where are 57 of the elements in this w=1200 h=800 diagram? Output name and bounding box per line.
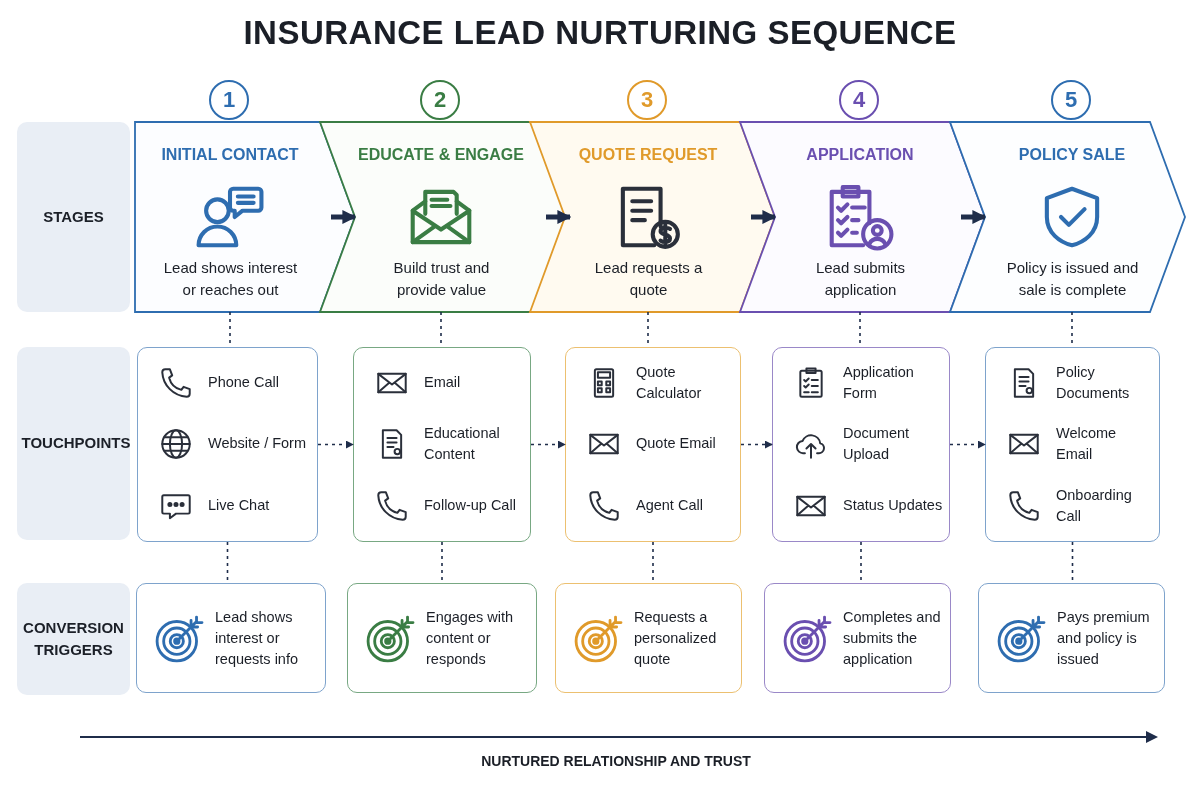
- trigger-card: [978, 583, 1165, 693]
- touchpoint-label: Quote Calculator: [636, 363, 703, 403]
- stage-title: EDUCATE & ENGAGE: [357, 146, 525, 164]
- stage-description: Lead submits application: [814, 258, 907, 300]
- step-number-circle: 4: [839, 80, 879, 120]
- touchpoint-label: Welcome Email: [1056, 424, 1118, 464]
- stage-title: QUOTE REQUEST: [577, 146, 719, 164]
- stage-title: INITIAL CONTACT: [160, 146, 300, 164]
- stage-description: Lead requests a quote: [593, 258, 704, 300]
- trigger-text: Requests a personalized quote: [634, 608, 718, 670]
- touchpoint-label: Onboarding Call: [1056, 486, 1133, 526]
- step-number-circle: 2: [420, 80, 460, 120]
- touchpoint-label: Quote Email: [636, 434, 717, 454]
- trigger-text: Lead shows interest or requests info: [215, 608, 300, 670]
- trigger-text: Pays premium and policy is issued: [1057, 608, 1151, 670]
- stage-description: Policy is issued and sale is complete: [1005, 258, 1140, 300]
- trigger-card: [764, 583, 951, 693]
- dashed-arrow: [949, 440, 986, 449]
- row-header-label: CONVERSION TRIGGERS: [22, 617, 125, 660]
- touchpoint-label: Follow-up Call: [424, 496, 517, 516]
- touchpoint-label: Educational Content: [424, 424, 501, 464]
- touchpoint-label: Status Updates: [843, 496, 943, 516]
- axis-caption: NURTURED RELATIONSHIP AND TRUST: [480, 753, 752, 769]
- touchpoint-card: [985, 347, 1160, 542]
- step-number-circle: 5: [1051, 80, 1091, 120]
- arrow: [961, 210, 987, 224]
- trigger-card: [555, 583, 742, 693]
- stage-title: POLICY SALE: [1017, 146, 1127, 164]
- touchpoint-label: Policy Documents: [1056, 363, 1131, 403]
- dashed-arrow: [530, 440, 566, 449]
- trigger-card: [136, 583, 326, 693]
- step-number-circle: 1: [209, 80, 249, 120]
- dashed-arrow: [740, 440, 773, 449]
- row-header-label: STAGES: [42, 206, 105, 227]
- diagram-title: INSURANCE LEAD NURTURING SEQUENCE: [242, 14, 958, 52]
- touchpoint-card: [353, 347, 531, 542]
- arrow: [331, 210, 357, 224]
- trigger-text: Completes and submits the application: [843, 608, 942, 670]
- touchpoint-card: [565, 347, 741, 542]
- arrow: [751, 210, 777, 224]
- touchpoint-label: Phone Call: [208, 373, 280, 393]
- touchpoint-label: Application Form: [843, 363, 915, 403]
- touchpoint-card: [772, 347, 950, 542]
- dashed-arrow: [317, 440, 354, 449]
- step-number-circle: 3: [627, 80, 667, 120]
- touchpoint-label: Document Upload: [843, 424, 911, 464]
- trigger-card: [347, 583, 537, 693]
- stage-title: APPLICATION: [805, 146, 915, 164]
- touchpoint-card: [137, 347, 318, 542]
- stage-description: Lead shows interest or reaches out: [162, 258, 299, 300]
- arrow: [546, 210, 572, 224]
- touchpoint-label: Live Chat: [208, 496, 271, 516]
- touchpoint-label: Agent Call: [636, 496, 704, 516]
- stage-description: Build trust and provide value: [392, 258, 491, 300]
- touchpoint-label: Email: [424, 373, 462, 393]
- trigger-text: Engages with content or responds: [426, 608, 515, 670]
- touchpoint-label: Website / Form: [208, 434, 308, 454]
